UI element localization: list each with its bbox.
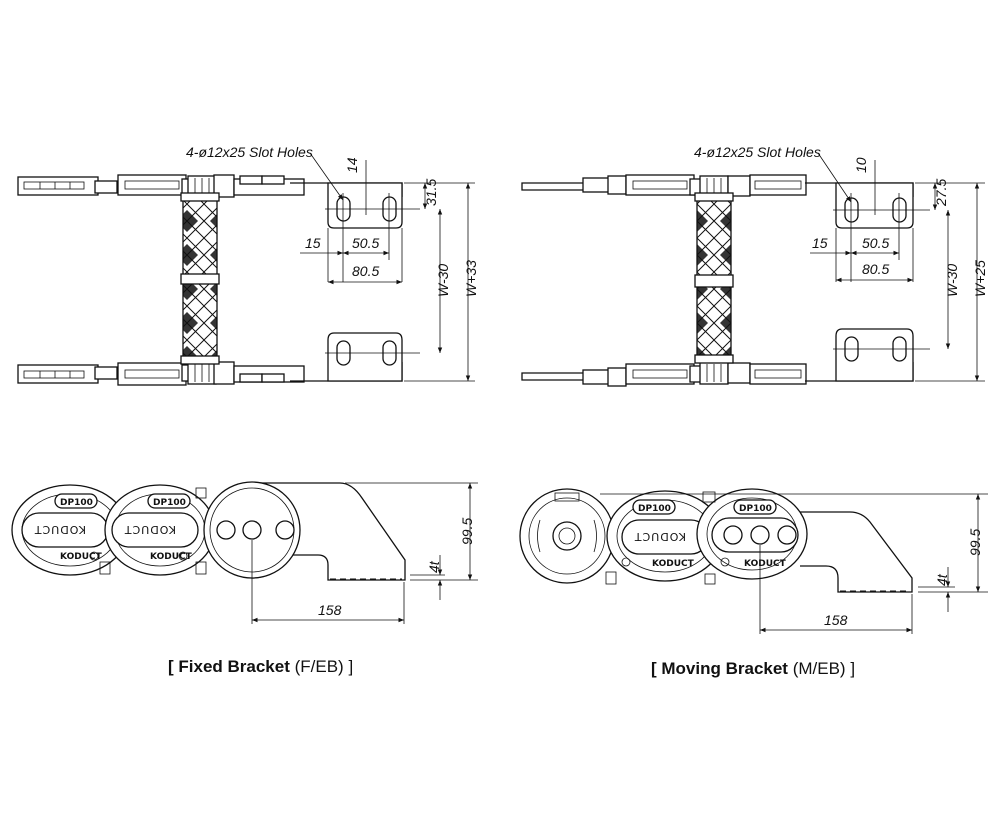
moving-caption: [ Moving Bracket (M/EB) ]	[651, 659, 855, 678]
fixed-crossbar	[180, 192, 220, 365]
fixed-dim-w-30: W-30	[435, 264, 451, 297]
brand-small-label: KODUCT	[744, 559, 787, 569]
hole-icon	[777, 525, 797, 545]
fixed-dim-31-5: 31.5	[423, 179, 439, 206]
brand-label: KODUCT	[34, 523, 86, 536]
hole-icon	[216, 520, 236, 540]
moving-lower-rail	[521, 361, 914, 387]
moving-chain-link-2: DP100 KODUCT	[696, 488, 808, 585]
moving-dim-10: 10	[853, 157, 869, 173]
brand-small-label: KODUCT	[60, 552, 103, 562]
fixed-lower-rail	[17, 361, 403, 386]
fixed-caption: [ Fixed Bracket (F/EB) ]	[168, 657, 353, 676]
fixed-side-view: KODUCT DP100 KODUCT KODUCT DP100 KODUCT	[11, 481, 478, 624]
moving-dim-158: 158	[824, 612, 848, 628]
moving-dim-15: 15	[812, 235, 828, 251]
hole-icon	[723, 525, 743, 545]
brand-label: KODUCT	[124, 523, 176, 536]
moving-dim-27-5: 27.5	[933, 179, 949, 207]
fixed-bracket-lower-plate	[327, 332, 403, 382]
moving-top-view: 4-ø12x25 Slot Holes 10 27.5 15 50.5 80.5…	[521, 144, 988, 387]
moving-caption-code: (M/EB) ]	[788, 659, 855, 678]
moving-dim-50-5: 50.5	[862, 235, 889, 251]
moving-bracket-lower-plate	[835, 328, 914, 382]
fixed-bracket-profile	[203, 481, 406, 581]
moving-dim-99-5: 99.5	[967, 529, 983, 556]
model-label: DP100	[638, 504, 671, 514]
fixed-dim-50-5: 50.5	[352, 235, 379, 251]
rivet-icon	[89, 551, 99, 561]
fixed-dim-158: 158	[318, 602, 342, 618]
moving-dim-4t: 4t	[934, 573, 950, 586]
model-label: DP100	[739, 504, 772, 514]
model-label: DP100	[60, 498, 93, 508]
rivet-icon	[720, 557, 730, 567]
brand-small-label: KODUCT	[652, 559, 695, 569]
fixed-dim-80-5: 80.5	[352, 263, 379, 279]
model-label: DP100	[153, 498, 186, 508]
hole-icon	[750, 525, 770, 545]
fixed-upper-rail	[17, 174, 403, 199]
fixed-dim-15: 15	[305, 235, 321, 251]
moving-crossbar	[694, 192, 734, 364]
hole-icon	[275, 520, 295, 540]
moving-dim-80-5: 80.5	[862, 261, 889, 277]
moving-side-view: KODUCT DP100 KODUCT DP100 KODUCT	[519, 488, 988, 634]
brand-small-label: KODUCT	[150, 552, 193, 562]
moving-dim-w-30: W-30	[944, 264, 960, 297]
fixed-caption-bold: [ Fixed Bracket	[168, 657, 290, 676]
rivet-icon	[178, 551, 188, 561]
moving-callout-slot-holes: 4-ø12x25 Slot Holes	[694, 144, 821, 160]
moving-end-disc	[519, 488, 615, 584]
fixed-dim-w-33: W+33	[463, 260, 479, 297]
moving-caption-bold: [ Moving Bracket	[651, 659, 788, 678]
moving-upper-rail	[521, 174, 914, 199]
brand-label: KODUCT	[634, 530, 686, 543]
fixed-chain-link-2: KODUCT DP100 KODUCT	[104, 484, 216, 576]
fixed-top-view: 4-ø12x25 Slot Holes 14 31.5 15 50.5 80.5…	[17, 144, 479, 386]
fixed-dim-14: 14	[344, 157, 360, 173]
hole-icon	[242, 520, 262, 540]
fixed-bracket-upper-plate	[327, 182, 403, 229]
fixed-dim-4t: 4t	[426, 560, 442, 573]
fixed-callout-slot-holes: 4-ø12x25 Slot Holes	[186, 144, 313, 160]
rivet-icon	[621, 557, 631, 567]
fixed-caption-code: (F/EB) ]	[290, 657, 353, 676]
moving-bracket-upper-plate	[835, 182, 914, 229]
moving-bracket-profile	[600, 493, 913, 593]
moving-dim-w-25: W+25	[972, 260, 988, 297]
fixed-dim-99-5: 99.5	[459, 518, 475, 545]
